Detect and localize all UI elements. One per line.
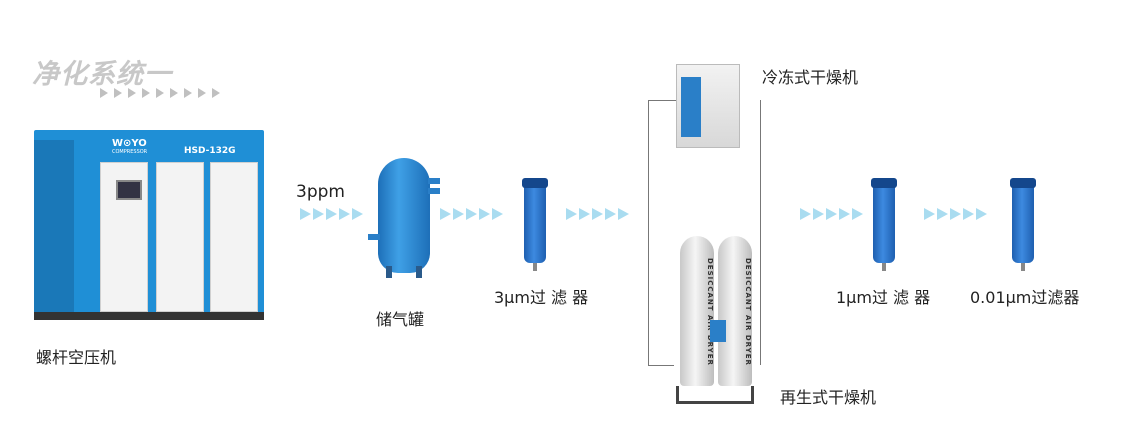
tank-label: 储气罐 — [376, 310, 425, 329]
refrigerated-dryer-label: 冷冻式干燥机 — [762, 68, 859, 87]
diagram-title: 净化系统一 — [32, 59, 172, 90]
flow-arrow-5 — [924, 208, 987, 220]
filter-3um-image — [522, 178, 548, 271]
bypass-line-right — [760, 100, 761, 365]
ppm-label: 3ppm — [296, 182, 345, 202]
bypass-line-top-left — [648, 100, 678, 101]
air-tank-image — [368, 158, 440, 278]
compressor-label: 螺杆空压机 — [36, 348, 117, 367]
refrigerated-dryer-image — [676, 64, 740, 148]
filter-001um-image — [1010, 178, 1036, 271]
filter-001um-label: 0.01μm过滤器 — [970, 288, 1080, 307]
regenerative-dryer-label: 再生式干燥机 — [780, 388, 877, 407]
title-arrows — [100, 88, 220, 98]
bypass-line-left — [648, 100, 649, 365]
filter-3um-label: 3μm过 滤 器 — [494, 288, 589, 307]
flow-arrow-1 — [300, 208, 363, 220]
regenerative-dryer-image: DESICCANT AIR DRYER DESICCANT AIR DRYER — [672, 228, 758, 408]
filter-1um-label: 1μm过 滤 器 — [836, 288, 931, 307]
flow-arrow-3 — [566, 208, 629, 220]
bypass-line-bottom-left — [648, 365, 674, 366]
control-panel-icon — [116, 180, 142, 200]
filter-1um-image — [871, 178, 897, 271]
flow-arrow-4 — [800, 208, 863, 220]
screw-compressor-image: W⊙YO COMPRESSOR HSD-132G — [34, 130, 264, 320]
brand-logo: W⊙YO COMPRESSOR — [112, 138, 148, 155]
dryer-screen-icon — [710, 320, 726, 342]
flow-arrow-2 — [440, 208, 503, 220]
model-label: HSD-132G — [184, 146, 236, 156]
